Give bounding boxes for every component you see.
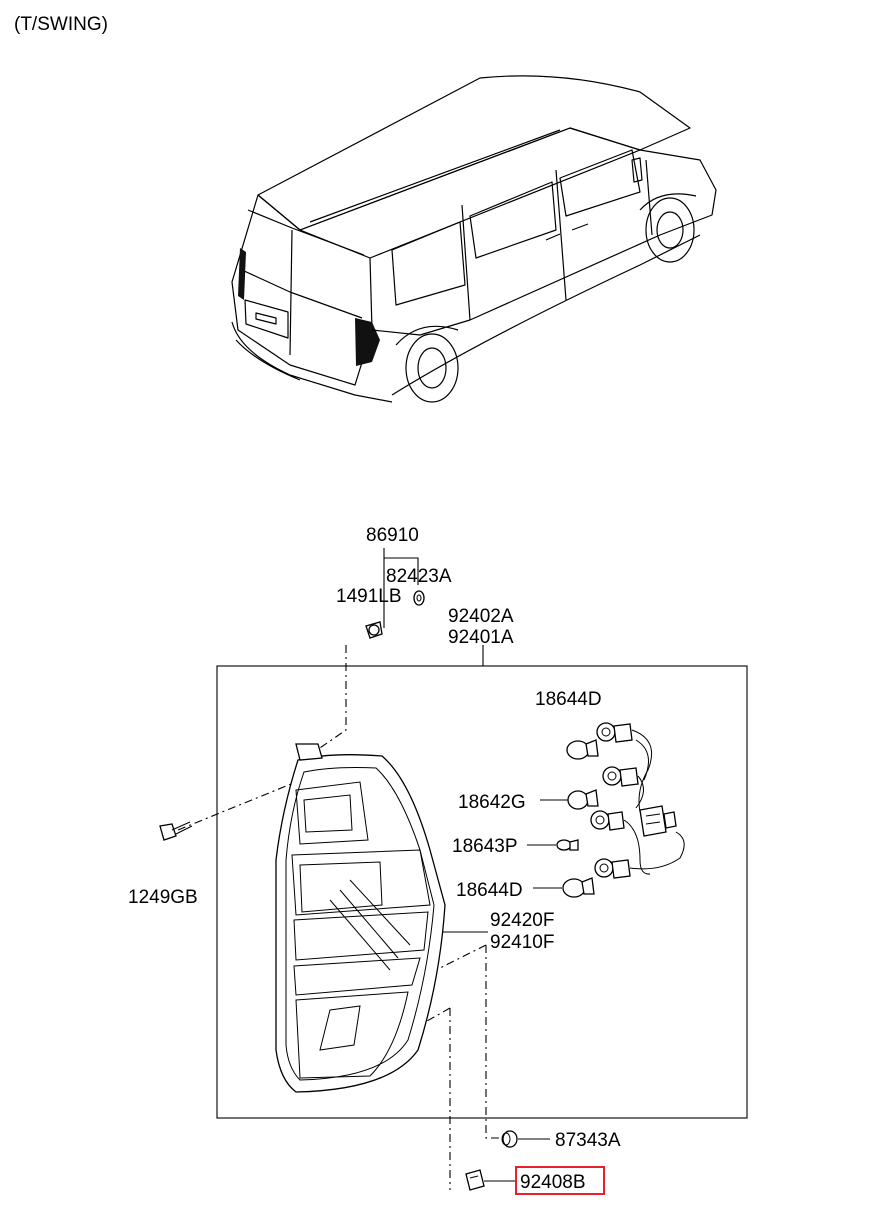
washer-82423a xyxy=(413,590,425,606)
part-label-18643p[interactable]: 18643P xyxy=(452,836,518,857)
part-label-92420f[interactable]: 92420F xyxy=(490,910,554,931)
bulb-18644d-bottom xyxy=(562,877,595,898)
part-label-1249gb[interactable]: 1249GB xyxy=(128,887,198,908)
diagram-title: (T/SWING) xyxy=(14,14,108,35)
bulb-18643p xyxy=(556,839,579,851)
part-label-87343a[interactable]: 87343A xyxy=(555,1130,621,1151)
screw-1249gb xyxy=(159,821,193,841)
part-label-92402a[interactable]: 92402A xyxy=(448,606,514,627)
clip-1491lb xyxy=(365,621,383,639)
bulb-18642g xyxy=(567,789,599,810)
bulb-18644d-top xyxy=(566,739,599,760)
part-label-18644d-bottom[interactable]: 18644D xyxy=(456,880,523,901)
part-label-92410f[interactable]: 92410F xyxy=(490,932,554,953)
clip-92408b xyxy=(465,1169,485,1191)
tail-lamp-left-marker xyxy=(238,248,246,300)
tail-lamp-right-marker xyxy=(355,318,380,366)
part-label-86910[interactable]: 86910 xyxy=(366,525,419,546)
part-label-82423a[interactable]: 82423A xyxy=(386,566,452,587)
part-label-18644d-top[interactable]: 18644D xyxy=(535,689,602,710)
part-highlight-box xyxy=(515,1166,605,1195)
part-label-92408b[interactable]: 92408B xyxy=(520,1172,586,1193)
part-label-92401a[interactable]: 92401A xyxy=(448,627,514,648)
part-label-18642g[interactable]: 18642G xyxy=(458,792,526,813)
tail-lamp-assembly xyxy=(275,743,446,1093)
wiring-harness xyxy=(590,722,685,879)
van-illustration xyxy=(231,75,717,403)
grommet-87343a xyxy=(501,1130,518,1148)
assembly-box xyxy=(216,665,748,1119)
part-label-1491lb[interactable]: 1491LB xyxy=(336,586,402,607)
